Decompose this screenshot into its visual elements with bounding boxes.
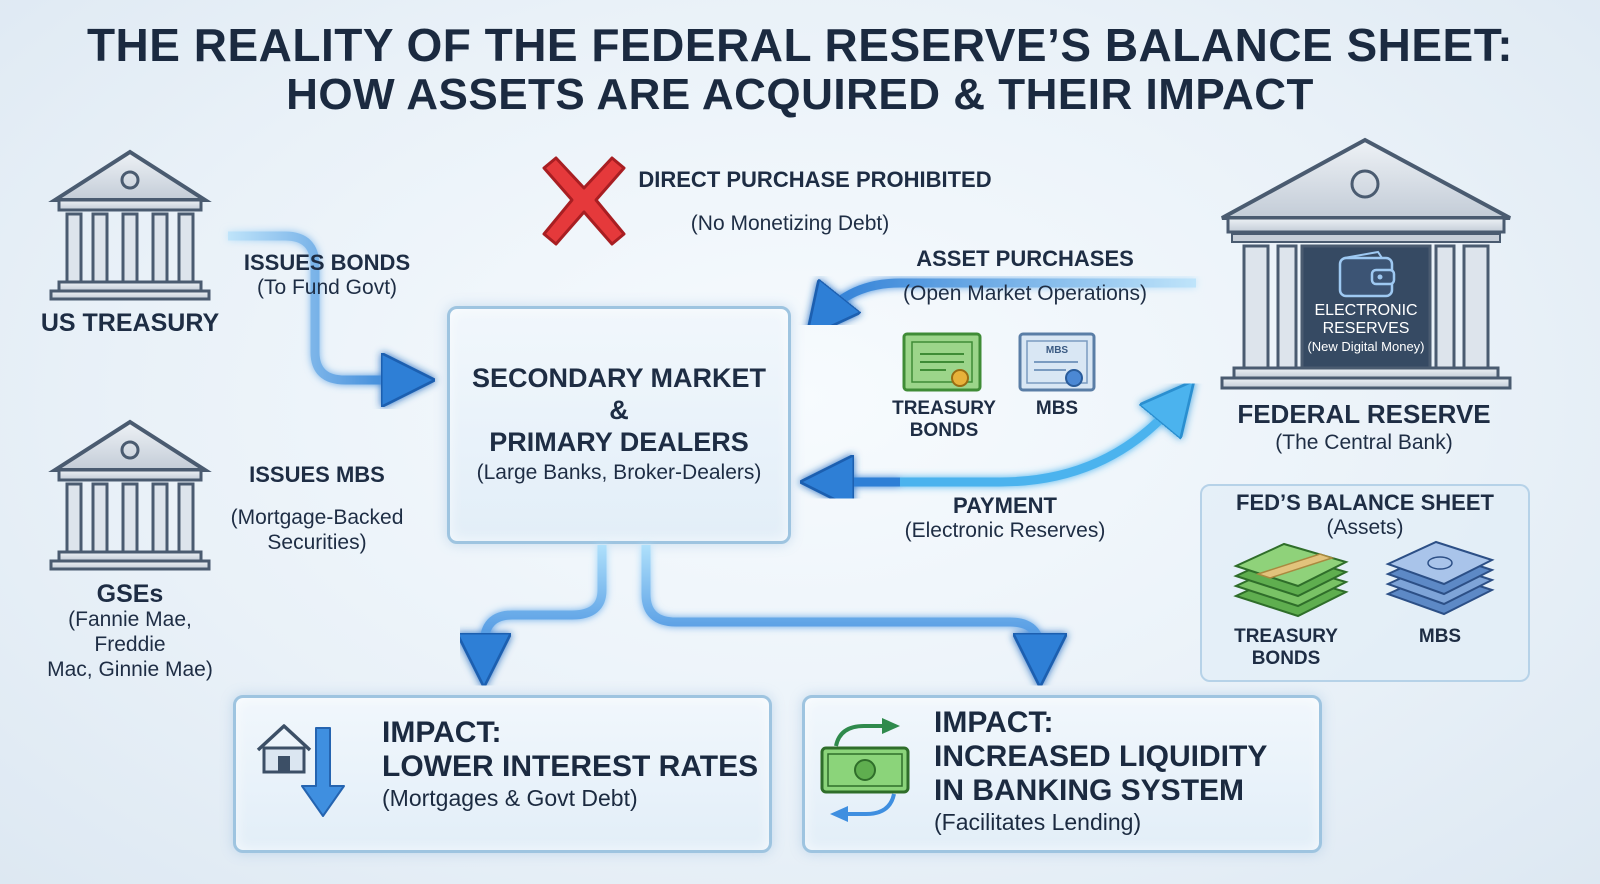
page-title: THE REALITY OF THE FEDERAL RESERVE’S BAL… (86, 19, 1514, 71)
bs-treasury-bonds-label: TREASURY BONDS (1234, 626, 1338, 669)
green-cash-stack-icon (1233, 542, 1349, 618)
treasury-bonds-item-label: TREASURY BONDS (892, 398, 996, 441)
money-cycle-icon (820, 718, 910, 822)
no-monetizing-note: (No Monetizing Debt) (690, 212, 890, 235)
impact-liquidity-text: IMPACT: INCREASED LIQUIDITY IN BANKING S… (934, 706, 1268, 835)
impact-rates-arrow (484, 545, 607, 662)
treasury-label: US TREASURY (40, 309, 220, 337)
mbs-certificate-icon: MBS (1018, 332, 1096, 392)
issues-bonds-label: ISSUES BONDS (To Fund Govt) (243, 250, 411, 299)
treasury-building-icon (48, 149, 212, 301)
balance-sheet-title: FED’S BALANCE SHEET (Assets) (1236, 490, 1494, 539)
blue-cash-stack-icon (1385, 540, 1495, 616)
gses-label: GSEs (Fannie Mae, Freddie Mac, Ginnie Ma… (47, 580, 213, 682)
direct-purchase-label: DIRECT PURCHASE PROHIBITED (638, 167, 992, 192)
payment-label: PAYMENT (Electronic Reserves) (904, 493, 1106, 542)
page-subtitle: HOW ASSETS ARE ACQUIRED & THEIR IMPACT (286, 70, 1314, 119)
wallet-icon (1338, 250, 1396, 298)
gse-building-icon (48, 419, 212, 571)
secondary-market-text: SECONDARY MARKET & PRIMARY DEALERS (Larg… (471, 363, 767, 484)
bs-mbs-label: MBS (1418, 626, 1462, 647)
house-down-arrow-icon (256, 724, 345, 817)
impact-rates-text: IMPACT: LOWER INTEREST RATES (Mortgages … (382, 716, 759, 811)
issues-bonds-arrow (228, 231, 410, 380)
payment-arrow (825, 400, 1178, 482)
mbs-item-label: MBS (1035, 398, 1079, 419)
mbs-badge-text: MBS (1046, 345, 1069, 356)
impact-interest-rates-box (233, 695, 772, 853)
issues-mbs-label: ISSUES MBS (Mortgage-Backed Securities) (230, 462, 404, 554)
treasury-bond-certificate-icon (902, 332, 982, 392)
asset-purchases-label: ASSET PURCHASES (Open Market Operations) (903, 246, 1147, 305)
prohibited-x-icon (542, 156, 626, 246)
federal-reserve-label: FEDERAL RESERVE (The Central Bank) (1237, 399, 1491, 454)
asset-purchases-arrow (822, 278, 1196, 318)
electronic-reserves-screen: ELECTRONIC RESERVES (New Digital Money) (1307, 302, 1425, 354)
impact-liquidity-arrow (641, 545, 1040, 662)
secondary-market-box (447, 306, 791, 544)
